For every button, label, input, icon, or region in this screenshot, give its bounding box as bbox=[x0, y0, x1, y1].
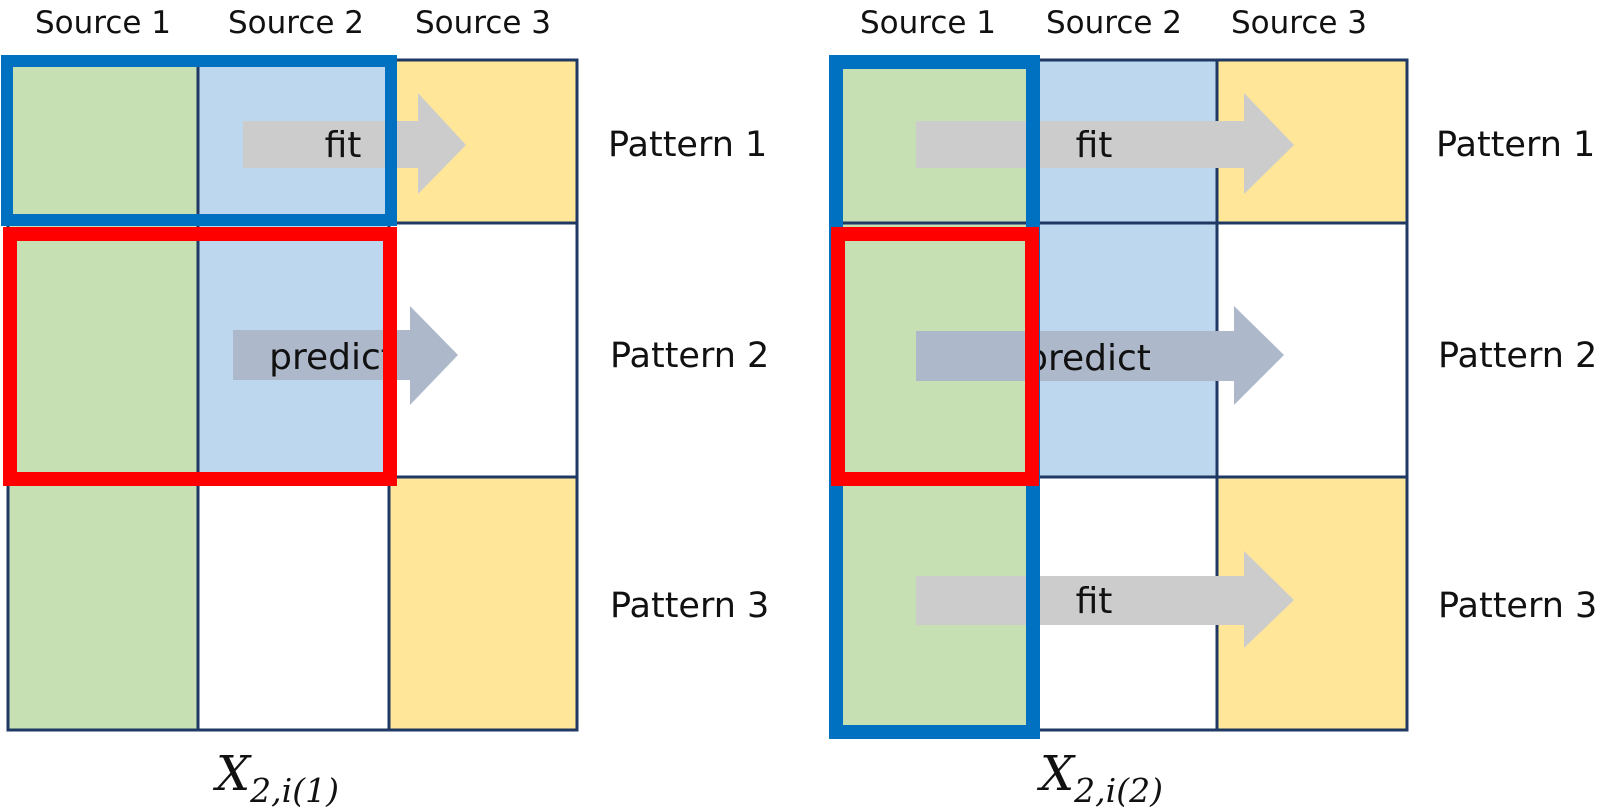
left-row-label-3: Pattern 3 bbox=[610, 586, 769, 626]
left-cell-pattern3-source3 bbox=[389, 477, 577, 730]
left-col-header-3: Source 3 bbox=[415, 5, 551, 41]
right-row-label-3: Pattern 3 bbox=[1438, 586, 1597, 626]
right-col-header-2: Source 2 bbox=[1046, 5, 1182, 41]
left-predict-arrow: predict bbox=[233, 306, 458, 405]
left-caption-sub: 2,i(1) bbox=[249, 771, 339, 808]
right-fit-arrow-3: fit bbox=[916, 551, 1294, 648]
left-caption: X2,i(1) bbox=[212, 746, 339, 808]
right-caption-main: X bbox=[1036, 746, 1076, 802]
left-predict-arrow-label: predict bbox=[269, 337, 395, 378]
right-row-label-2: Pattern 2 bbox=[1438, 336, 1597, 376]
left-fit-arrow-1: fit bbox=[243, 93, 466, 194]
right-predict-arrow: predict bbox=[916, 306, 1284, 405]
right-col-header-3: Source 3 bbox=[1231, 5, 1367, 41]
left-row-label-2: Pattern 2 bbox=[610, 336, 769, 376]
left-col-header-2: Source 2 bbox=[228, 5, 364, 41]
right-fit-arrow-1: fit bbox=[916, 93, 1294, 194]
left-fit-arrow-1-label: fit bbox=[325, 125, 362, 166]
panel-right: Source 1 Source 2 Source 3 fit bbox=[829, 5, 1597, 808]
left-cell-pattern1-source1 bbox=[8, 60, 198, 223]
right-caption-sub: 2,i(2) bbox=[1073, 771, 1163, 808]
left-predict-box bbox=[3, 227, 397, 486]
right-caption: X2,i(2) bbox=[1036, 746, 1163, 808]
right-fit-arrow-1-label: fit bbox=[1076, 125, 1113, 166]
panel-left: Source 1 Source 2 Source 3 fit bbox=[1, 5, 769, 808]
left-row-label-1: Pattern 1 bbox=[608, 125, 767, 165]
left-cell-pattern2-source1 bbox=[8, 223, 198, 477]
left-cell-pattern3-source1 bbox=[8, 477, 198, 730]
left-cell-pattern3-source2 bbox=[198, 477, 389, 730]
right-predict-box bbox=[831, 227, 1039, 486]
right-predict-arrow-label: predict bbox=[1025, 338, 1151, 379]
left-caption-main: X bbox=[212, 746, 252, 802]
right-fit-arrow-3-label: fit bbox=[1076, 581, 1113, 622]
left-col-header-1: Source 1 bbox=[35, 5, 171, 41]
right-col-header-1: Source 1 bbox=[860, 5, 996, 41]
right-row-label-1: Pattern 1 bbox=[1436, 125, 1595, 165]
left-fit-box bbox=[1, 55, 397, 226]
